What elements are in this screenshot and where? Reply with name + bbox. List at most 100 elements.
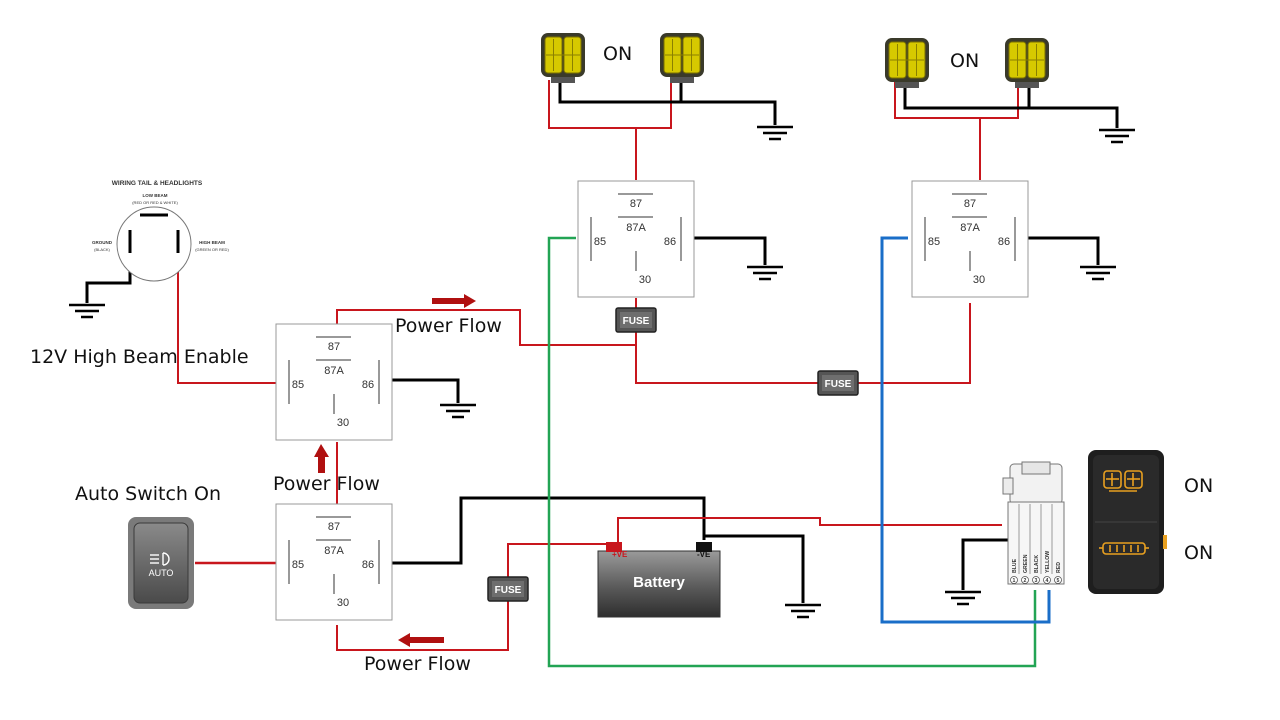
connector-wire-label: GREEN [1023, 554, 1029, 573]
wires [85, 80, 1119, 668]
switch-on-label: ON [1184, 542, 1213, 564]
relay-pin-86: 86 [664, 236, 676, 248]
relay-pin-87: 87 [964, 198, 976, 210]
connector-pin-number: 4 [1046, 578, 1049, 584]
wire-lamps-right-ground [903, 85, 1119, 128]
power-flow-label: Power Flow [364, 653, 471, 675]
lights-on-label: ON [950, 50, 979, 72]
ground-symbol [1078, 265, 1118, 281]
battery-negative-label: -VE [697, 550, 711, 559]
high-beam-enable-label: 12V High Beam Enable [30, 346, 249, 368]
ground-symbol [783, 603, 823, 619]
connector-wire-label: BLACK [1034, 555, 1040, 573]
relay-pin-87a: 87A [324, 365, 344, 377]
fuse-relay-right: FUSE [817, 370, 859, 396]
wire-connector-ground [961, 538, 1010, 590]
relay-auto-switch: 87 87A 85 86 30 [275, 503, 393, 621]
plug-ground-sub: (BLACK) [94, 247, 110, 252]
light-pod-icon [1004, 37, 1050, 89]
ground-symbol [1097, 128, 1137, 144]
light-pods-icon [1103, 470, 1143, 492]
relay-pin-30: 30 [337, 417, 349, 429]
connector-wire-label: RED [1056, 562, 1062, 573]
wire-relayA-ground [378, 378, 460, 403]
power-flow-arrow-right [432, 294, 476, 308]
wire-battery-ground [704, 534, 805, 603]
light-pod-icon [659, 32, 705, 84]
power-flow-label: Power Flow [273, 473, 380, 495]
relay-pin-30: 30 [973, 274, 985, 286]
connector-pin-number: 1 [1013, 578, 1016, 584]
wire-relayC-lamps [548, 80, 637, 180]
auto-switch[interactable]: AUTO [128, 517, 194, 609]
fuse-label: FUSE [623, 316, 650, 327]
ground-symbol [755, 125, 795, 141]
headlight-icon [150, 552, 170, 566]
ground-symbol [67, 303, 107, 319]
power-flow-label: Power Flow [395, 315, 502, 337]
switch-connector: BLUE GREEN BLACK YELLOW RED 1 2 3 4 5 [1002, 461, 1065, 585]
light-pod-icon [540, 32, 586, 84]
relay-pin-30: 30 [639, 274, 651, 286]
auto-switch-text: AUTO [149, 568, 174, 578]
ground-symbol [943, 590, 983, 606]
connector-wire-label: YELLOW [1045, 551, 1051, 573]
wire-battery-switch [617, 517, 1002, 544]
fuse-relay-left: FUSE [615, 307, 657, 333]
fuse-label: FUSE [825, 379, 852, 390]
wire-fuse-line [635, 332, 820, 384]
relay-pin-86: 86 [998, 236, 1010, 248]
fuse-label: FUSE [495, 585, 522, 596]
connector-pin-number: 5 [1057, 578, 1060, 584]
wire-relayC-ground [688, 236, 767, 265]
headlight-plug: WIRING TAIL & HEADLIGHTS LOW BEAM (RED O… [92, 180, 229, 282]
wire-fuse-relayD [858, 303, 971, 384]
wire-relayC-lamp2 [636, 80, 672, 129]
fuse-battery: FUSE [487, 576, 529, 602]
relay-pin-87a: 87A [324, 545, 344, 557]
power-flow-arrow-left [398, 633, 444, 647]
battery-positive-label: +VE [612, 550, 628, 559]
lights-on-label: ON [603, 43, 632, 65]
light-pod-icon [884, 37, 930, 89]
wire-relayB-30-fuse [336, 543, 610, 651]
relay-pin-87: 87 [328, 521, 340, 533]
power-flow-arrow-up [314, 444, 329, 473]
wire-relayA-87 [336, 309, 636, 346]
relay-pin-85: 85 [292, 559, 304, 571]
ground-symbol [745, 265, 785, 281]
relay-pin-85: 85 [292, 379, 304, 391]
wire-relayB-battery-neg [382, 496, 706, 565]
rocker-switch[interactable] [1088, 450, 1167, 594]
wire-relayD-lamps [894, 82, 981, 180]
wire-high-beam-enable [177, 243, 276, 384]
plug-high-beam: HIGH BEAM [199, 240, 225, 245]
wire-lamps-left-ground [558, 82, 777, 125]
relay-pin-85: 85 [594, 236, 606, 248]
relay-pin-87: 87 [328, 341, 340, 353]
wire-blue [880, 236, 1051, 624]
connector-pin-number: 2 [1024, 578, 1027, 584]
relay-pin-86: 86 [362, 379, 374, 391]
plug-low-beam-sub: (RED OR RED & WHITE) [132, 200, 178, 205]
plug-low-beam: LOW BEAM [143, 193, 168, 198]
plug-title: WIRING TAIL & HEADLIGHTS [112, 180, 203, 187]
relay-high-beam: 87 87A 85 86 30 [275, 323, 393, 441]
switch-on-label: ON [1184, 475, 1213, 497]
plug-high-beam-sub: (GREEN OR RED) [195, 247, 229, 252]
connector-wire-label: BLUE [1012, 558, 1018, 573]
light-bar-icon [1099, 542, 1149, 555]
relay-pin-85: 85 [928, 236, 940, 248]
battery-label: Battery [633, 574, 685, 591]
wire-relayD-lamp2 [980, 85, 1019, 119]
auto-switch-label: Auto Switch On [75, 483, 221, 505]
relay-pin-87: 87 [630, 198, 642, 210]
wire-green [547, 236, 1037, 668]
wire-relayD-ground [1020, 236, 1100, 265]
plug-ground: GROUND [92, 240, 113, 245]
relay-pin-87a: 87A [626, 222, 646, 234]
relay-pin-86: 86 [362, 559, 374, 571]
connector-pin-number: 3 [1035, 578, 1038, 584]
relay-lights-right: 87 87A 85 86 30 [911, 180, 1029, 298]
